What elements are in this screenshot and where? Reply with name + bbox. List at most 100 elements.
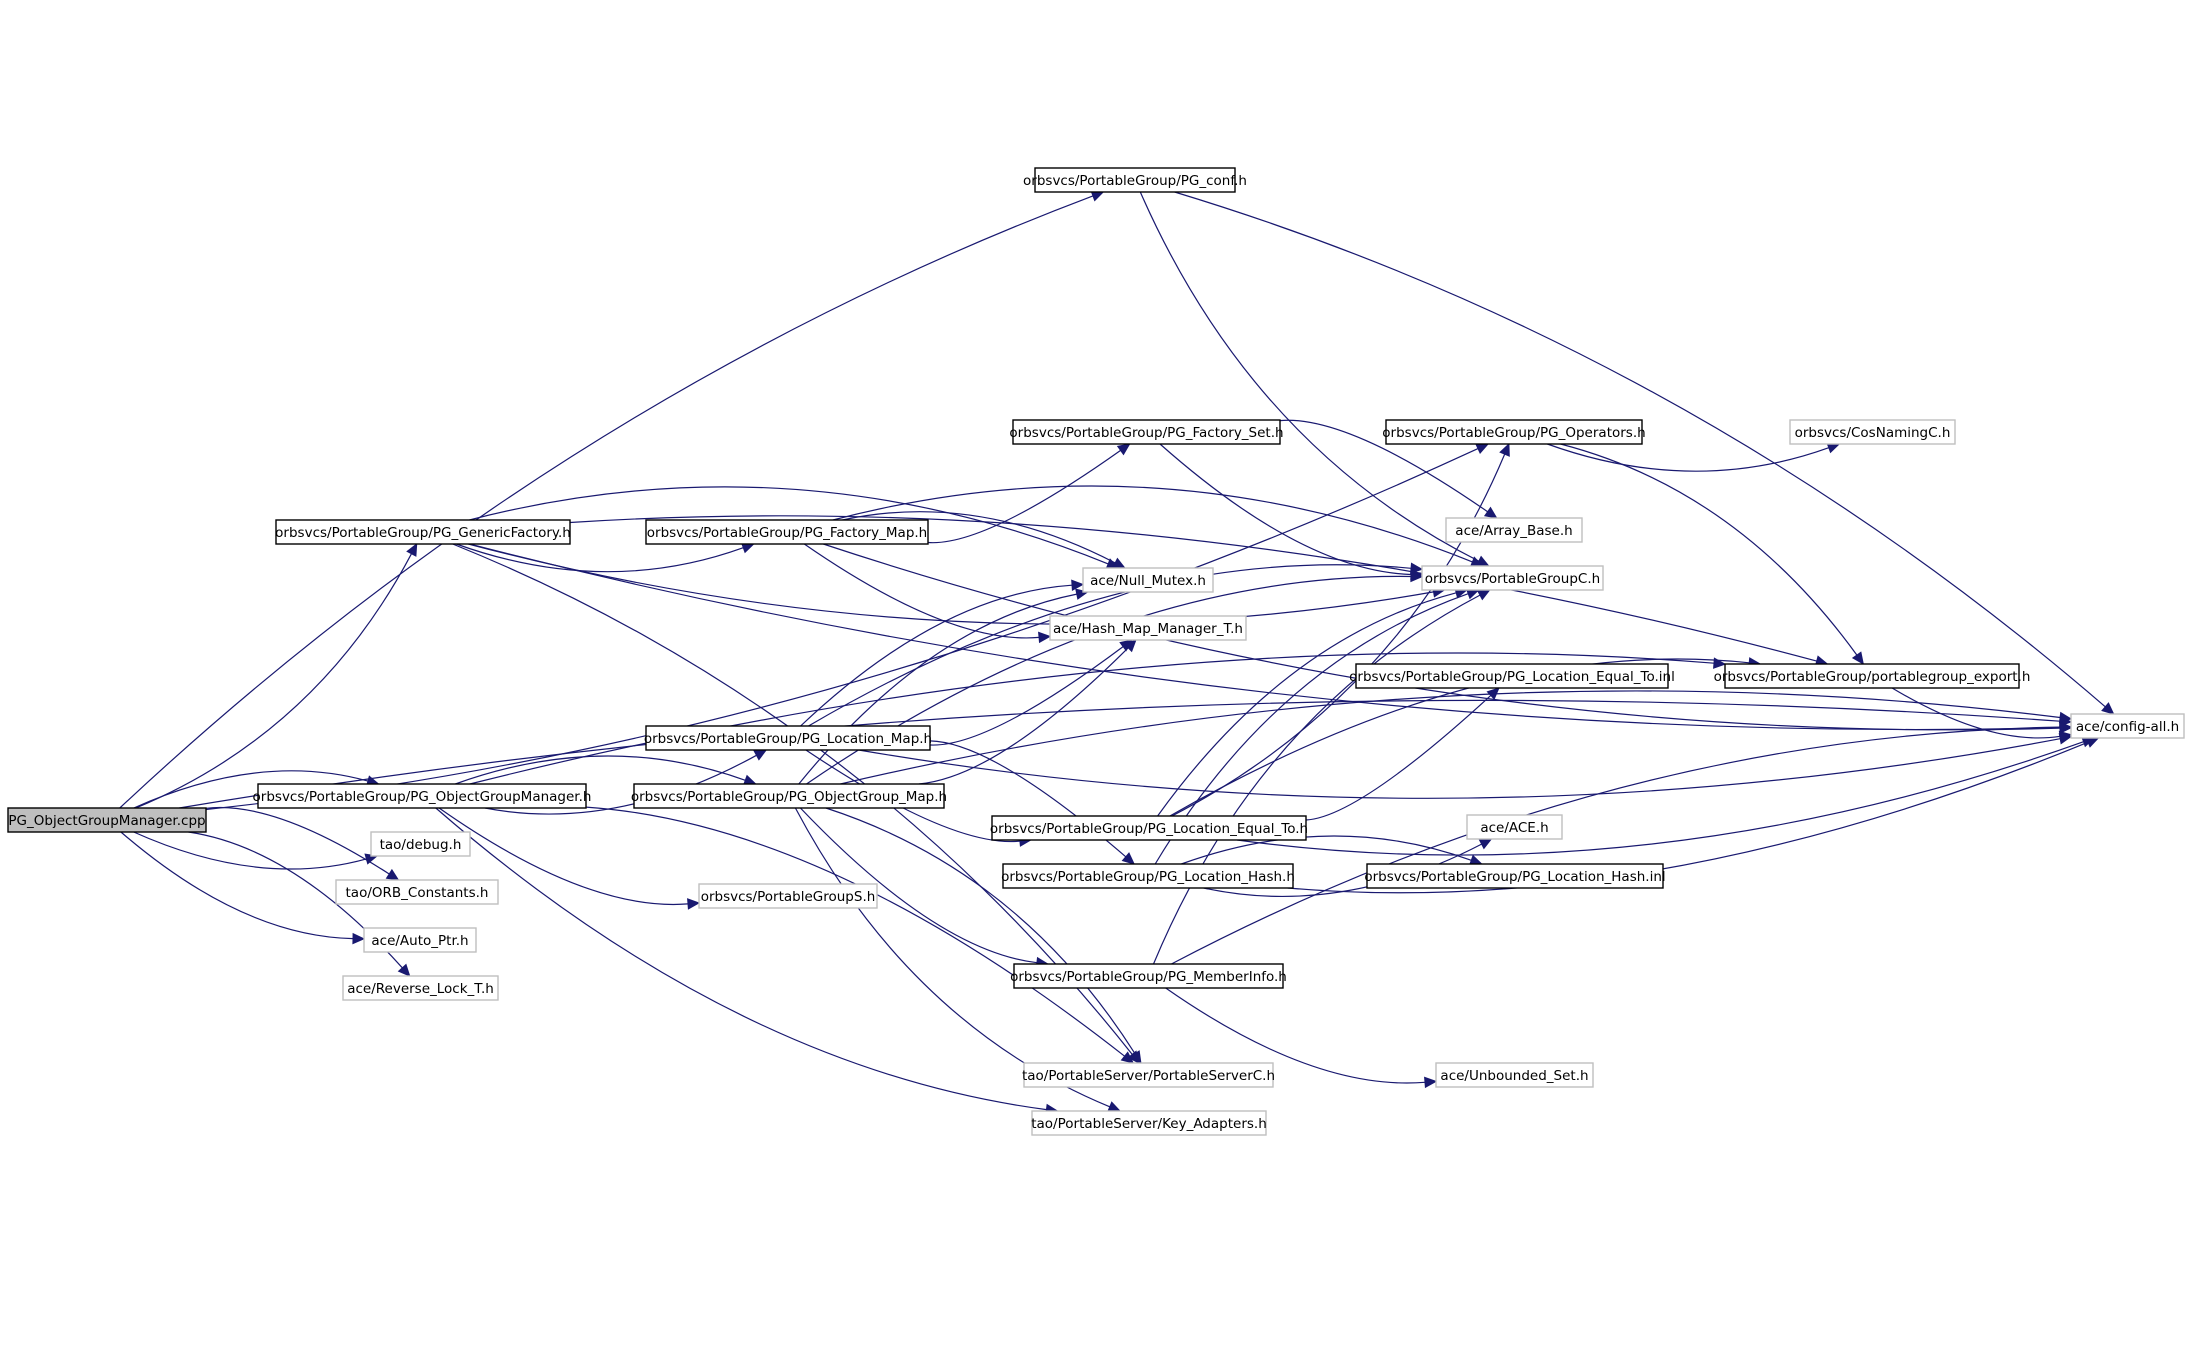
edge-line (808, 564, 1412, 727)
edge-arrowhead (1483, 506, 1498, 519)
node-objectgroup_map[interactable]: orbsvcs/PortableGroup/PG_ObjectGroup_Map… (631, 783, 947, 809)
edge-line (1279, 419, 1488, 513)
node-loc_hash[interactable]: orbsvcs/PortableGroup/PG_Location_Hash.h (1001, 863, 1295, 889)
node-box (633, 783, 945, 809)
node-portable_group_c: orbsvcs/PortableGroupC.h (1421, 565, 1604, 591)
node-loc_equal_to[interactable]: orbsvcs/PortableGroup/PG_Location_Equal_… (990, 815, 1308, 841)
dependency-edge-pg_conf-to-portable_group_c (1139, 191, 1490, 567)
node-pg_export[interactable]: orbsvcs/PortableGroup/portablegroup_expo… (1714, 663, 2031, 689)
node-box (1435, 1062, 1594, 1088)
node-factory_map[interactable]: orbsvcs/PortableGroup/PG_Factory_Map.h (645, 519, 929, 545)
node-loc_hash_inl[interactable]: orbsvcs/PortableGroup/PG_Location_Hash.i… (1364, 863, 1666, 889)
edge-line (842, 511, 1116, 564)
edge-line (1237, 741, 2084, 856)
dependency-edge-factory_map-to-portable_group_c (832, 485, 1484, 568)
node-label: ace/ACE.h (1480, 820, 1548, 836)
node-portable_group_s: orbsvcs/PortableGroupS.h (698, 883, 878, 909)
edge-line (135, 553, 413, 809)
edge-line (1181, 835, 1472, 865)
node-box (1466, 814, 1563, 840)
node-null_mutex: ace/Null_Mutex.h (1082, 567, 1214, 593)
dependency-edge-loc_equal_to-to-loc_equal_to_inl (1305, 687, 1500, 821)
node-hash_map: ace/Hash_Map_Manager_T.h (1049, 615, 1247, 641)
dependency-edge-location_map-to-null_mutex (800, 579, 1085, 727)
edge-line (1891, 687, 2061, 739)
edge-line (1305, 694, 1492, 821)
dependency-edge-objectgroup_map-to-null_mutex (798, 588, 1089, 785)
dependency-edge-root-to-auto_ptr (120, 831, 366, 945)
edge-line (858, 738, 2061, 799)
node-box (1002, 863, 1294, 889)
edge-line (585, 806, 1125, 1057)
node-loc_equal_to_inl[interactable]: orbsvcs/PortableGroup/PG_Location_Equal_… (1349, 663, 1675, 689)
dependency-edge-ogm_h-to-objectgroup_map (455, 755, 757, 786)
dependency-edge-generic_factory-to-factory_map (456, 542, 755, 573)
node-factory_set[interactable]: orbsvcs/PortableGroup/PG_Factory_Set.h (1009, 419, 1284, 445)
edge-arrowhead (1424, 1076, 1438, 1089)
node-box (645, 519, 929, 545)
node-box (1421, 565, 1604, 591)
dependency-edge-location_map-to-hash_map (929, 639, 1133, 746)
dependency-edge-location_map-to-portable_group_c (808, 562, 1424, 727)
edge-line (1139, 191, 1480, 562)
edge-arrowhead (1038, 631, 1052, 644)
node-operators[interactable]: orbsvcs/PortableGroup/PG_Operators.h (1382, 419, 1646, 445)
dependency-edge-root-to-operators (205, 443, 1490, 811)
edge-arrowhead (1071, 579, 1085, 592)
edge-line (823, 543, 2061, 731)
edge-arrowhead (2059, 721, 2073, 733)
node-box (1385, 419, 1643, 445)
edge-line (119, 195, 1094, 809)
edge-arrowhead (2101, 702, 2115, 715)
node-generic_factory[interactable]: orbsvcs/PortableGroup/PG_GenericFactory.… (275, 519, 571, 545)
edge-line (794, 807, 1111, 1108)
edge-line (133, 831, 367, 870)
node-key_adapters: tao/PortableServer/Key_Adapters.h (1031, 1110, 1267, 1136)
edge-line (1171, 726, 2061, 965)
node-label: orbsvcs/PortableGroup/portablegroup_expo… (1714, 669, 2031, 685)
dependency-edge-pg_conf-to-config_all (1174, 191, 2115, 715)
edge-line (1174, 191, 2106, 708)
node-label: orbsvcs/PortableGroup/PG_Operators.h (1382, 425, 1645, 441)
node-reverse_lock: ace/Reverse_Lock_T.h (342, 975, 499, 1001)
edge-arrowhead (1478, 838, 1493, 850)
edge-arrowhead (1410, 570, 1424, 583)
edge-layer (119, 190, 2115, 1116)
edge-arrowhead (406, 542, 418, 557)
edge-line (1547, 443, 1830, 472)
node-label: orbsvcs/PortableGroup/PG_GenericFactory.… (275, 525, 571, 541)
edge-arrowhead (2058, 730, 2073, 743)
edge-line (120, 831, 354, 940)
edge-line (456, 543, 744, 573)
node-member_info[interactable]: orbsvcs/PortableGroup/PG_MemberInfo.h (1010, 963, 1287, 989)
edge-line (179, 699, 2061, 809)
edge-arrowhead (352, 932, 366, 945)
edge-arrowhead (1410, 562, 1424, 575)
node-label: orbsvcs/PortableGroupS.h (701, 889, 876, 905)
edge-line (805, 749, 1020, 843)
node-config_all: ace/config-all.h (2070, 713, 2185, 739)
node-location_map[interactable]: orbsvcs/PortableGroup/PG_Location_Map.h (644, 725, 932, 751)
edge-line (1154, 593, 1469, 865)
edge-arrowhead (687, 898, 701, 910)
edge-arrowhead (1107, 1101, 1122, 1112)
edge-arrowhead (385, 868, 400, 881)
node-box (2070, 713, 2185, 739)
edge-arrowhead (1476, 589, 1491, 601)
edge-line (435, 807, 1047, 1111)
node-ogm_h[interactable]: orbsvcs/PortableGroup/PG_ObjectGroupMana… (253, 783, 592, 809)
node-box (335, 879, 499, 905)
edge-line (438, 807, 689, 906)
node-box (1789, 419, 1956, 445)
node-auto_ptr: ace/Auto_Ptr.h (363, 927, 477, 953)
node-label: tao/PortableServer/Key_Adapters.h (1031, 1116, 1267, 1132)
edge-arrowhead (1129, 1050, 1142, 1065)
node-label: orbsvcs/PortableGroup/PG_ObjectGroup_Map… (631, 789, 947, 805)
edge-arrowhead (2058, 711, 2073, 724)
edge-line (468, 543, 1434, 625)
dependency-edge-operators-to-cos_naming (1547, 442, 1841, 472)
node-pg_conf[interactable]: orbsvcs/PortableGroup/PG_conf.h (1023, 167, 1247, 193)
dependency-edge-member_info-to-unbounded_set (1165, 987, 1438, 1089)
edge-line (133, 770, 369, 809)
